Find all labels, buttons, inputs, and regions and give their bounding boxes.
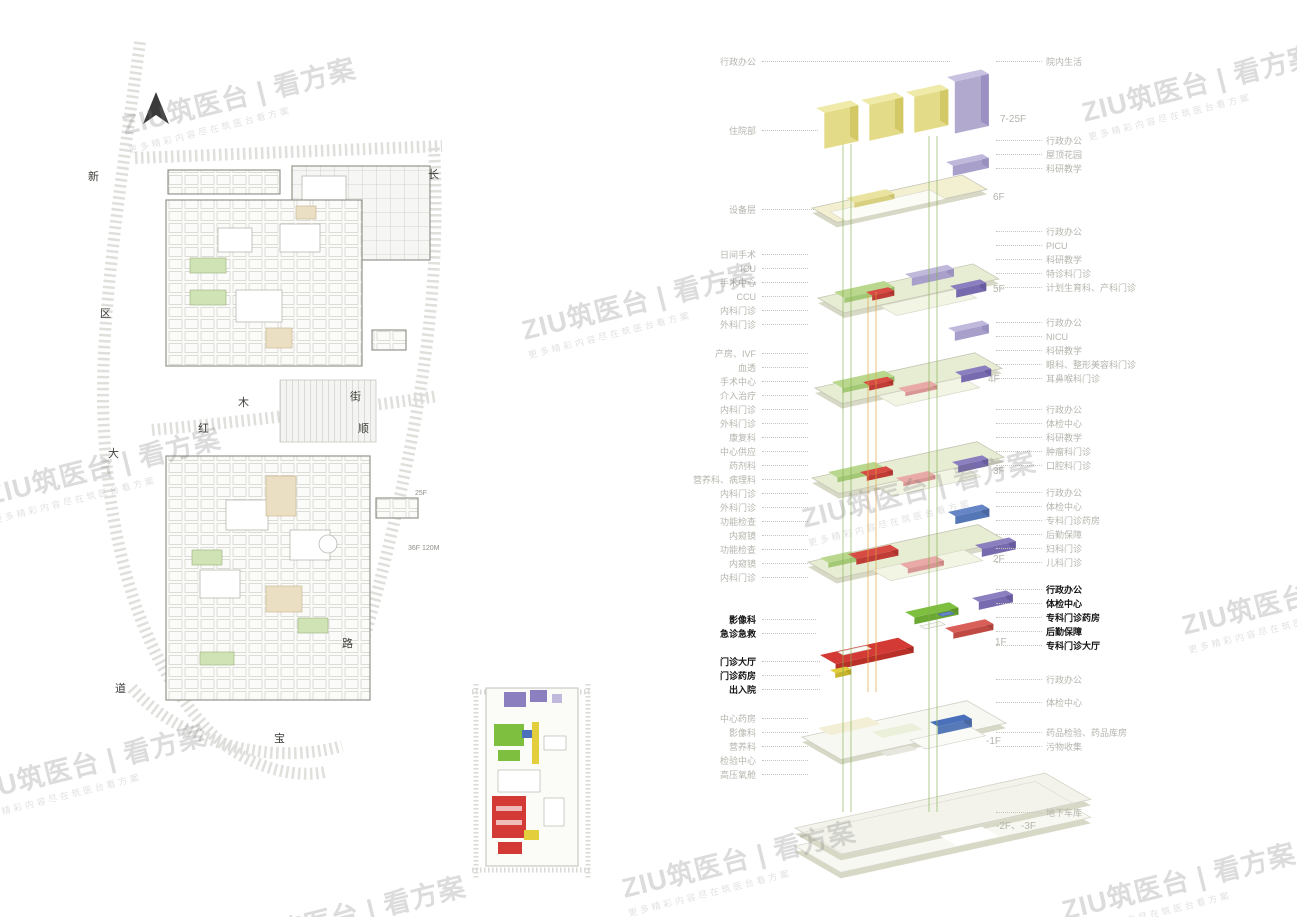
axon-left-label: 手术中心 <box>719 377 756 387</box>
site-plan-drawing <box>97 41 443 780</box>
watermark: ZIU筑医台 | 看方案更多精彩内容尽在筑医台看方案 <box>518 258 760 361</box>
axon-left-label: 中心供应 <box>719 447 756 457</box>
axon-left-label: 住院部 <box>728 126 756 136</box>
axon-left-label: 检验中心 <box>719 756 756 766</box>
axon-left-label: 高压氧舱 <box>719 770 756 780</box>
axon-left-label: 功能检查 <box>719 517 756 527</box>
axon-left-label: 设备层 <box>728 205 756 215</box>
axon-left-label: 门诊大厅 <box>719 657 756 667</box>
axon-left-label: 门诊药房 <box>719 671 756 681</box>
axon-left-label: 血透 <box>737 363 756 373</box>
north-arrow-icon <box>143 92 169 124</box>
axon-left-label: 外科门诊 <box>719 320 756 330</box>
axon-left-label: 产房、IVF <box>714 349 756 359</box>
axon-left-label: 内科门诊 <box>719 405 756 415</box>
axon-left-label: ICU <box>740 264 757 274</box>
axon-left-label: 康复科 <box>728 433 756 443</box>
axon-left-label: 内窥镜 <box>728 559 756 569</box>
axon-left-label: CCU <box>736 292 757 302</box>
axon-left-label: 药剂科 <box>728 461 756 471</box>
axon-left-label: 中心药房 <box>719 714 756 724</box>
axon-left-label: 出入院 <box>728 685 756 695</box>
axon-left-label: 外科门诊 <box>719 419 756 429</box>
axon-left-label: 营养科、病理科 <box>692 475 756 485</box>
axon-left-label: 内科门诊 <box>719 489 756 499</box>
axon-left-label: 日间手术 <box>719 250 756 260</box>
axon-left-label: 介入治疗 <box>719 391 756 401</box>
axon-left-label: 营养科 <box>728 742 756 752</box>
axon-left-label: 影像科 <box>728 728 756 738</box>
exploded-axon-drawing <box>793 69 1092 879</box>
buildings-group <box>165 165 431 701</box>
key-plan-drawing <box>472 684 592 878</box>
axon-left-label: 内科门诊 <box>719 306 756 316</box>
axon-left-label: 外科门诊 <box>719 503 756 513</box>
axon-left-label: 内窥镜 <box>728 531 756 541</box>
axon-left-label: 影像科 <box>728 615 756 625</box>
axon-left-label: 功能检查 <box>719 545 756 555</box>
key-buildings-group <box>485 687 579 867</box>
axon-left-label: 急诊急救 <box>719 629 756 639</box>
axon-left-label: 行政办公 <box>719 57 756 67</box>
axon-left-label: 手术中心 <box>719 278 756 288</box>
axon-left-label: 内科门诊 <box>719 573 756 583</box>
